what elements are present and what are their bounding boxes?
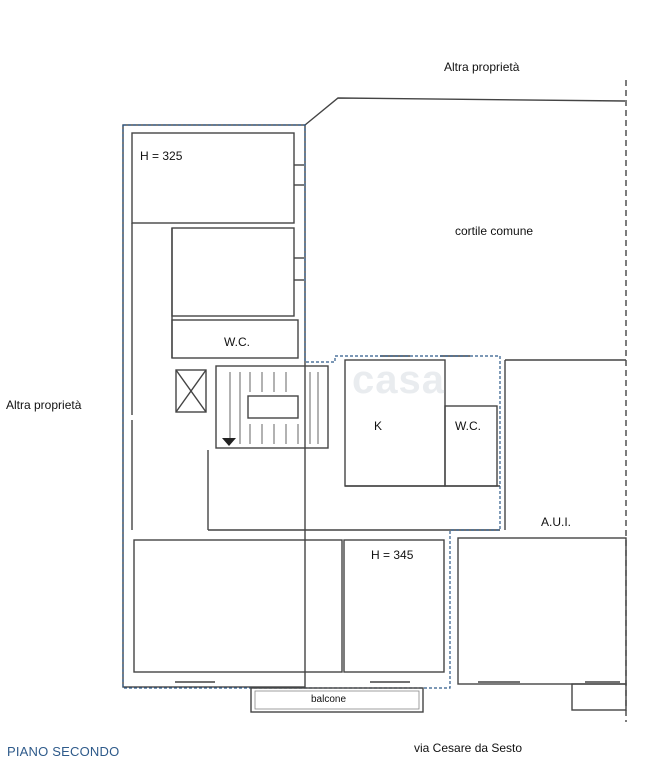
room-second (171, 227, 295, 317)
street-label: via Cesare da Sesto (414, 741, 523, 755)
lift (175, 369, 207, 413)
stair-core (247, 395, 299, 419)
courtyard-label: cortile comune (455, 224, 534, 238)
lift-cross-2 (175, 369, 207, 413)
top-neighbor-label: Altra proprietà (444, 60, 520, 74)
watermark: casa (352, 358, 445, 402)
wc-left-label: W.C. (224, 335, 250, 349)
balcony-label: balcone (311, 694, 347, 705)
kitchen-label: K (374, 419, 383, 433)
left-wing-outline (122, 124, 306, 688)
height-top-label: H = 325 (140, 149, 183, 163)
wc-right-label: W.C. (455, 419, 481, 433)
aui-room (457, 537, 627, 685)
height-bottom-label: H = 345 (371, 548, 414, 562)
aui-step (571, 683, 627, 711)
wc-right-room (444, 405, 498, 487)
walls (122, 80, 627, 722)
room-bottom-left (133, 539, 343, 673)
aui-label: A.U.I. (541, 515, 572, 529)
room-top (131, 132, 295, 224)
balcony (250, 687, 424, 713)
left-neighbor-label: Altra proprietà (6, 398, 82, 412)
stair-treads (229, 372, 319, 444)
stairwell (215, 365, 329, 449)
neighbor-boundary (304, 97, 626, 126)
room-bottom-mid (343, 539, 445, 673)
floor-label: PIANO SECONDO (7, 744, 120, 759)
balcony-inner (254, 690, 420, 710)
entrance-arrow-icon (222, 438, 236, 446)
